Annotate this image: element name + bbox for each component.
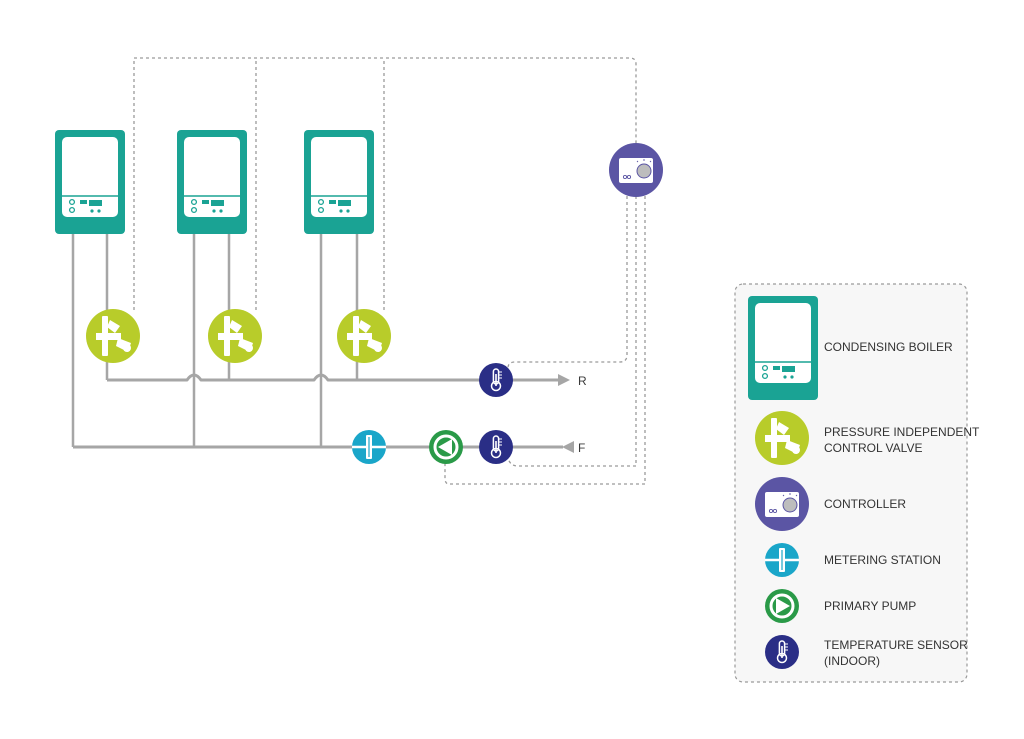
- condensing-boiler-3: [303, 129, 375, 235]
- flow-label: F: [578, 441, 585, 455]
- legend-label-temperature-sensor: TEMPERATURE SENSOR (INDOOR): [824, 638, 971, 668]
- return-temperature-sensor: [478, 362, 514, 398]
- condensing-boiler-2: [176, 129, 248, 235]
- metering-station-icon: [763, 541, 801, 579]
- primary-pump: [427, 428, 465, 466]
- legend-label-control-valve: PRESSURE INDEPENDENT CONTROL VALVE: [824, 425, 983, 455]
- legend-label-controller: CONTROLLER: [824, 497, 906, 511]
- control-valve-2: [208, 309, 262, 363]
- legend-label-condensing-boiler: CONDENSING BOILER: [824, 340, 953, 354]
- condensing-boiler-1: [54, 129, 126, 235]
- temperature-sensor-icon: [764, 634, 800, 670]
- legend: CONDENSING BOILER PRESSURE INDEPENDENT C…: [734, 283, 983, 683]
- controller-icon: [754, 476, 810, 532]
- control-signal-lines: [133, 57, 646, 485]
- condensing-boiler-icon: [747, 295, 819, 401]
- return-label: R: [578, 374, 587, 388]
- metering-station: [350, 428, 388, 466]
- control-valve-1: [86, 309, 140, 363]
- control-valve-icon: [755, 411, 809, 465]
- legend-label-metering-station: METERING STATION: [824, 553, 941, 567]
- primary-pump-icon: [763, 587, 801, 625]
- return-arrow: [558, 374, 570, 386]
- pipework: [71, 232, 563, 449]
- flow-arrow: [562, 441, 574, 453]
- flow-temperature-sensor: [478, 429, 514, 465]
- legend-label-primary-pump: PRIMARY PUMP: [824, 599, 916, 613]
- controller: [608, 142, 664, 198]
- control-valve-3: [337, 309, 391, 363]
